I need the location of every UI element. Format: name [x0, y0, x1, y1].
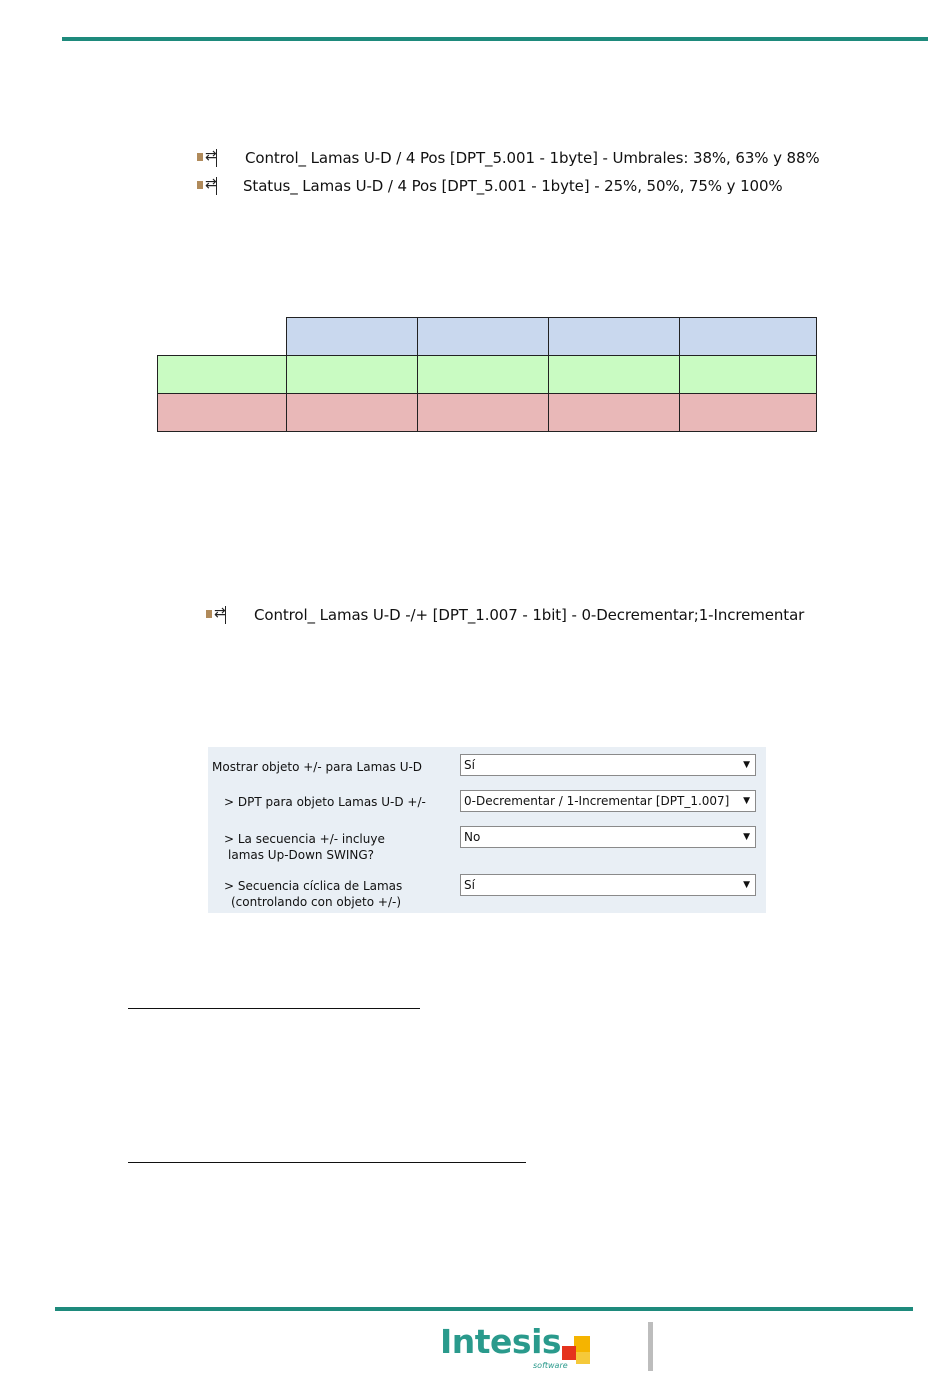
show-object-select[interactable]: Sí ▼	[460, 754, 756, 776]
comm-object-icon: ⇄	[206, 605, 226, 624]
table-cell	[679, 317, 817, 356]
table-cell	[548, 393, 680, 432]
heading-underline	[128, 1008, 420, 1009]
sequence-swing-select[interactable]: No ▼	[460, 826, 756, 848]
chevron-down-icon: ▼	[743, 880, 750, 890]
table-cell	[417, 355, 549, 394]
table-header-row	[157, 317, 817, 356]
footer-divider	[648, 1322, 653, 1371]
table-cell	[679, 393, 817, 432]
select-value: Sí	[464, 758, 475, 772]
dpt-select[interactable]: 0-Decrementar / 1-Incrementar [DPT_1.007…	[460, 790, 756, 812]
comm-object-label: Control_ Lamas U-D -/+ [DPT_1.007 - 1bit…	[254, 606, 805, 624]
comm-object-status-4pos[interactable]: ⇄ Status_ Lamas U-D / 4 Pos [DPT_5.001 -…	[197, 175, 783, 197]
table-cell	[417, 393, 549, 432]
chevron-down-icon: ▼	[743, 796, 750, 806]
logo-wordmark: Intesis	[440, 1322, 562, 1361]
select-value: 0-Decrementar / 1-Incrementar [DPT_1.007…	[464, 794, 730, 808]
header-rule	[62, 37, 928, 41]
table-row	[157, 393, 817, 432]
select-value: No	[464, 830, 481, 844]
table-row	[157, 355, 817, 394]
table-cell	[157, 317, 287, 356]
table-cell	[286, 317, 418, 356]
chevron-down-icon: ▼	[743, 760, 750, 770]
param-label-cyclic-line2: (controlando con objeto +/-)	[231, 895, 402, 909]
param-label-sequence-line2: lamas Up-Down SWING?	[228, 848, 375, 862]
chevron-down-icon: ▼	[743, 832, 750, 842]
table-cell	[679, 355, 817, 394]
cyclic-sequence-select[interactable]: Sí ▼	[460, 874, 756, 896]
comm-object-label: Control_ Lamas U-D / 4 Pos [DPT_5.001 - …	[245, 149, 820, 167]
table-cell	[417, 317, 549, 356]
table-cell	[286, 393, 418, 432]
comm-object-label: Status_ Lamas U-D / 4 Pos [DPT_5.001 - 1…	[243, 177, 783, 195]
param-label-show-object: Mostrar objeto +/- para Lamas U-D	[212, 760, 423, 774]
comm-object-icon: ⇄	[197, 176, 217, 195]
comm-object-icon: ⇄	[197, 148, 217, 167]
logo-subtext: software	[533, 1361, 568, 1370]
heading-underline	[128, 1162, 526, 1163]
table-cell	[548, 317, 680, 356]
table-cell	[157, 355, 287, 394]
comm-object-control-incdec[interactable]: ⇄ Control_ Lamas U-D -/+ [DPT_1.007 - 1b…	[206, 604, 804, 626]
comm-object-control-4pos[interactable]: ⇄ Control_ Lamas U-D / 4 Pos [DPT_5.001 …	[197, 147, 820, 169]
table-cell	[286, 355, 418, 394]
param-label-dpt: > DPT para objeto Lamas U-D +/-	[224, 795, 426, 809]
footer-rule	[55, 1307, 913, 1311]
param-label-cyclic: > Secuencia cíclica de Lamas	[224, 879, 403, 893]
logo-squares-icon	[562, 1336, 592, 1366]
table-cell	[157, 393, 287, 432]
param-label-sequence: > La secuencia +/- incluye	[224, 832, 385, 846]
select-value: Sí	[464, 878, 475, 892]
position-table	[157, 317, 817, 432]
parameter-panel: Mostrar objeto +/- para Lamas U-D Sí ▼ >…	[208, 747, 766, 913]
table-cell	[548, 355, 680, 394]
